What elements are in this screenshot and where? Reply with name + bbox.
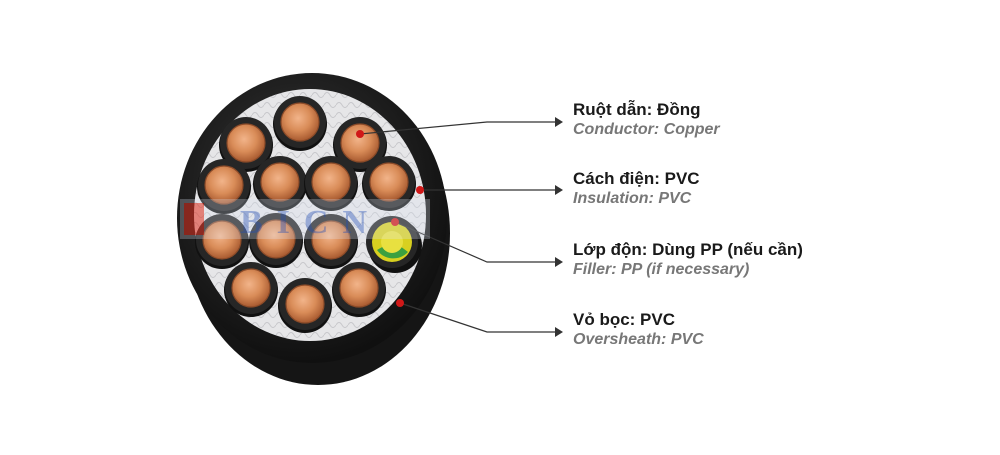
copper-conductor xyxy=(232,269,270,307)
svg-text:BICN: BICN xyxy=(240,204,381,241)
label-filler-vi: Lớp độn: Dùng PP (nếu cần) xyxy=(573,240,803,259)
label-insulation-vi: Cách điện: PVC xyxy=(573,169,700,188)
core xyxy=(197,159,251,214)
core xyxy=(304,156,358,211)
label-filler-en: Filler: PP (if necessary) xyxy=(573,261,750,278)
core xyxy=(278,278,332,333)
label-sheath-vi: Vỏ bọc: PVC xyxy=(573,310,676,329)
copper-conductor xyxy=(340,269,378,307)
copper-conductor xyxy=(312,221,350,259)
core xyxy=(362,156,416,211)
core xyxy=(249,213,303,268)
copper-conductor xyxy=(257,220,295,258)
leader-line-filler xyxy=(394,221,555,263)
label-insulation-en: Insulation: PVC xyxy=(573,190,692,207)
copper-conductor xyxy=(203,221,241,259)
core xyxy=(253,156,307,211)
core xyxy=(219,117,273,172)
label-conductor-vi: Ruột dẫn: Đồng xyxy=(573,100,701,119)
arrow-head-insulation xyxy=(555,185,563,195)
leader-line-sheath xyxy=(399,302,555,333)
pointer-dot-filler xyxy=(391,218,399,226)
pointer-dot-conductor xyxy=(356,130,364,138)
label-sheath-en: Oversheath: PVC xyxy=(573,331,704,348)
ground-core xyxy=(366,216,422,273)
copper-conductor xyxy=(281,103,319,141)
copper-conductor xyxy=(370,163,408,201)
core xyxy=(195,214,249,269)
label-filler: Lớp độn: Dùng PP (nếu cần) Filler: PP (i… xyxy=(573,241,803,278)
pointer-dot-insulation xyxy=(416,186,424,194)
copper-conductor xyxy=(312,163,350,201)
label-conductor: Ruột dẫn: Đồng Conductor: Copper xyxy=(573,101,720,138)
arrow-head-sheath xyxy=(555,327,563,337)
label-conductor-en: Conductor: Copper xyxy=(573,121,720,138)
leader-line-conductor xyxy=(359,121,555,135)
copper-conductor xyxy=(227,124,265,162)
core xyxy=(304,214,358,269)
pointer-dot-sheath xyxy=(396,299,404,307)
core xyxy=(224,262,278,317)
cores-group xyxy=(195,96,422,333)
core xyxy=(333,117,387,172)
arrow-head-conductor xyxy=(555,117,563,127)
arrow-head-filler xyxy=(555,257,563,267)
copper-conductor xyxy=(261,163,299,201)
watermark-logo: BICN xyxy=(180,199,430,241)
copper-conductor xyxy=(205,166,243,204)
label-sheath: Vỏ bọc: PVC Oversheath: PVC xyxy=(573,311,704,348)
core xyxy=(273,96,327,151)
core xyxy=(332,262,386,317)
copper-conductor xyxy=(286,285,324,323)
label-insulation: Cách điện: PVC Insulation: PVC xyxy=(573,170,700,207)
